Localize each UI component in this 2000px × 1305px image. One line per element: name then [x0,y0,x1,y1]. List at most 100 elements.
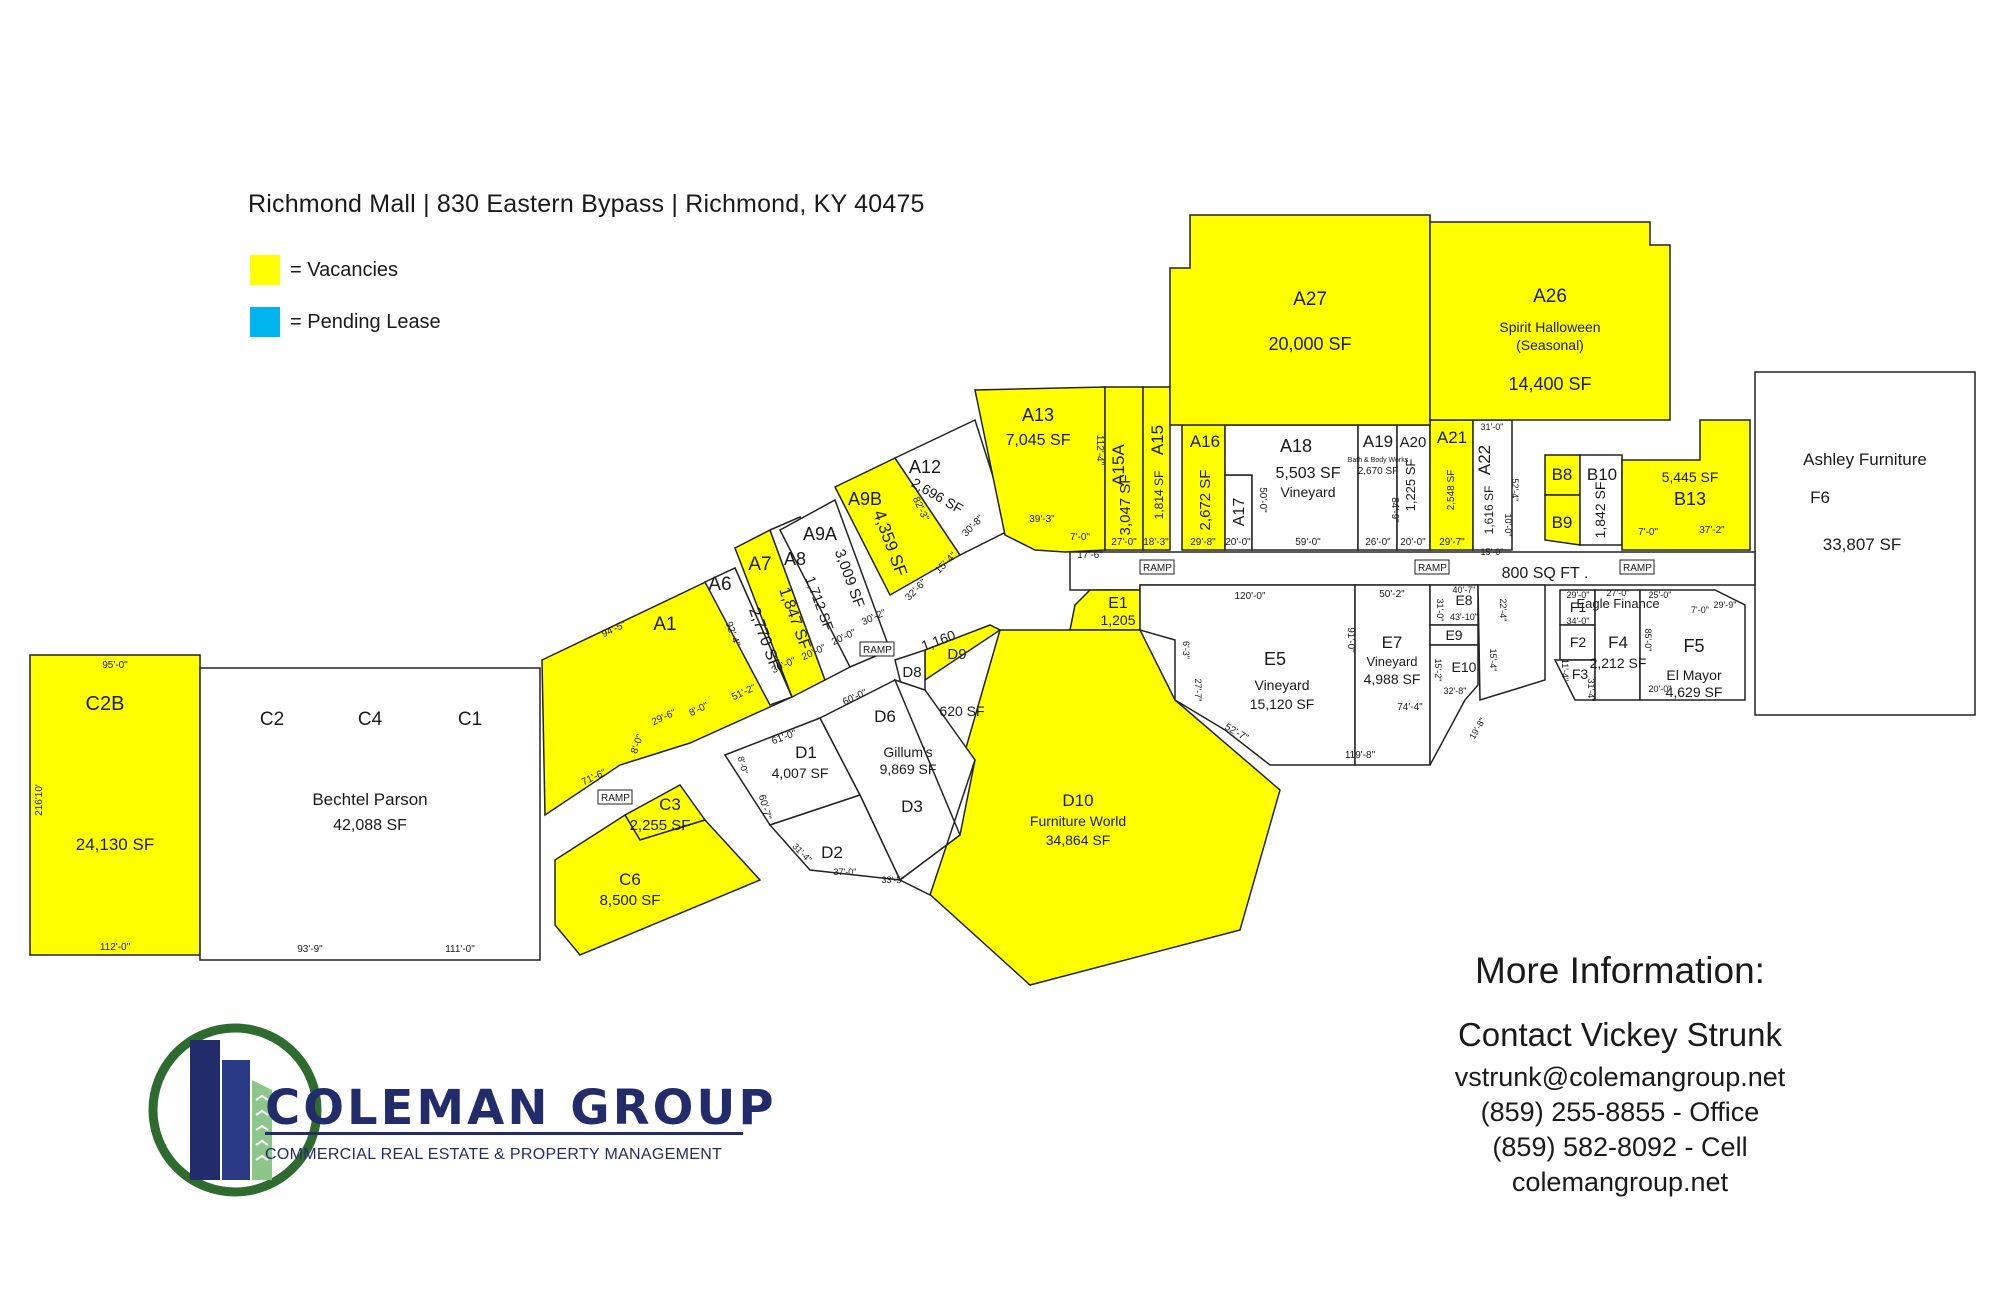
unit-id: A18 [1280,436,1312,456]
unit-dim: 29'-8" [1190,537,1216,548]
unit-d3[interactable] [893,678,976,897]
unit-id: D1 [795,743,817,762]
unit-dim: 8'-0" [736,755,750,775]
unit-id: A26 [1533,286,1567,307]
unit-id: A13 [1022,405,1054,425]
unit-dim: 91'-0" [1345,627,1356,653]
ramp-label: RAMP [601,793,630,804]
unit-id: F2 [1570,634,1587,650]
unit-dim: 19'-8" [1467,716,1487,741]
ramp-label: RAMP [1623,563,1652,574]
unit-id: A8 [784,549,806,569]
unit-tenant: Eagle Finance [1576,596,1659,611]
unit-id: C2 [260,709,284,730]
unit-id: A9A [803,524,837,544]
unit-note: (Seasonal) [1516,337,1584,353]
company-name: COLEMAN GROUP [265,1080,777,1136]
unit-tenant: Gillum's [883,744,932,760]
unit-id: A15 [1148,425,1167,455]
contact-info: More Information: Contact Vickey Strunk … [1420,950,1820,1200]
unit-dim: 6'-3" [1181,641,1191,659]
unit-sf: 1,225 SF [1403,459,1418,512]
unit-f5[interactable] [1639,589,1746,701]
unit-id: C3 [659,795,681,814]
contact-office-phone[interactable]: (859) 255-8855 - Office [1480,1097,1760,1127]
unit-id: A16 [1190,432,1220,451]
unit-dim: 26'-0" [1365,537,1391,548]
ramp-label: RAMP [1418,563,1447,574]
unit-dim: 25'-0" [1649,590,1672,600]
unit-tenant: Spirit Halloween [1499,319,1600,335]
unit-sf: 2,255 SF [630,817,691,834]
unit-sf: 1,842 SF [1592,482,1608,539]
unit-id: E8 [1455,592,1472,608]
unit-id: A27 [1293,289,1327,310]
unit-dim: 15'-2" [1433,659,1443,682]
unit-sf: 7,045 SF [1006,432,1071,449]
unit-id: A12 [909,457,941,477]
unit-id: E7 [1382,633,1403,652]
unit-id: B9 [1552,513,1573,532]
unit-id: A20 [1400,434,1427,451]
unit-sf: 24,130 SF [76,835,154,854]
unit-dim: 7'-0" [1070,532,1090,543]
unit-tenant: El Mayor [1666,667,1722,683]
unit-sf: 2,212 SF [1590,655,1647,671]
unit-dim: 74'-4" [1397,702,1423,713]
contact-website[interactable]: colemangroup.net [1511,1167,1729,1197]
unit-id: A21 [1437,428,1467,447]
legend-swatch-pending [250,307,280,337]
unit-dim: 20'-0" [1400,537,1426,548]
unit-c6[interactable] [554,813,762,956]
unit-dim: 20'-0" [1649,684,1672,694]
unit-dim: 112'-0" [100,942,131,953]
unit-d10[interactable] [924,629,1281,986]
unit-id: E1 [1108,595,1128,612]
unit-a27[interactable] [1169,214,1431,426]
legend-swatch-vacant [250,255,280,285]
unit-dim: 27'-0" [1607,588,1630,598]
unit-sf: 4,007 SF [772,765,829,781]
unit-id: D3 [901,797,923,816]
unit-id: D2 [821,843,843,862]
unit-dim: 31'-0" [1481,422,1504,432]
contact-cell-phone[interactable]: (859) 582-8092 - Cell [1492,1132,1748,1162]
unit-dim: 27'-7" [1193,679,1203,702]
unit-tenant: Vineyard [1280,484,1335,500]
ramp-markers: RAMP RAMP RAMP RAMP RAMP [597,559,1655,805]
unit-e10[interactable] [1429,644,1479,766]
unit-id: A19 [1363,432,1393,451]
unit-a15[interactable] [1142,386,1171,551]
unit-dim: 84'-9" [1389,497,1400,523]
unit-id-sf: A15A [1109,444,1128,486]
contact-email[interactable]: vstrunk@colemangroup.net [1454,1062,1786,1092]
unit-f6[interactable] [1754,371,1976,716]
unit-dim: 50'-0" [1257,487,1268,513]
info-heading: More Information: [1475,950,1765,991]
unit-dim: 29'-7" [1439,537,1465,548]
unit-id: A6 [708,574,731,595]
unit-id: E10 [1452,659,1477,675]
unit-id: C1 [458,709,482,730]
unit-dim: 59'-0" [1295,537,1321,548]
unit-dim: 15'-4" [1488,649,1498,672]
unit-bechtel-parson[interactable] [199,667,541,961]
unit-a26[interactable] [1429,221,1671,421]
unit-dim: 37'-0" [834,867,857,877]
unit-dim: 52'-4" [1510,479,1520,502]
unit-dim: 32'-8" [1444,686,1467,696]
unit-tenant: Ashley Furniture [1803,450,1927,469]
unit-id: B10 [1587,465,1617,484]
unit-id: F1 [1570,599,1587,615]
unit-id: E5 [1264,649,1286,669]
ramp-label: RAMP [863,645,892,656]
unit-sf: 42,088 SF [333,817,407,834]
unit-dim: 7'-0" [1638,527,1658,538]
unit-b13[interactable] [1621,419,1751,551]
unit-dim: 29'-9" [1714,600,1737,610]
unit-dim: 93'-9" [297,944,323,955]
unit-id: A1 [653,614,676,635]
unit-dim: 111'-0" [445,944,475,955]
contact-name: Contact Vickey Strunk [1457,1016,1783,1053]
